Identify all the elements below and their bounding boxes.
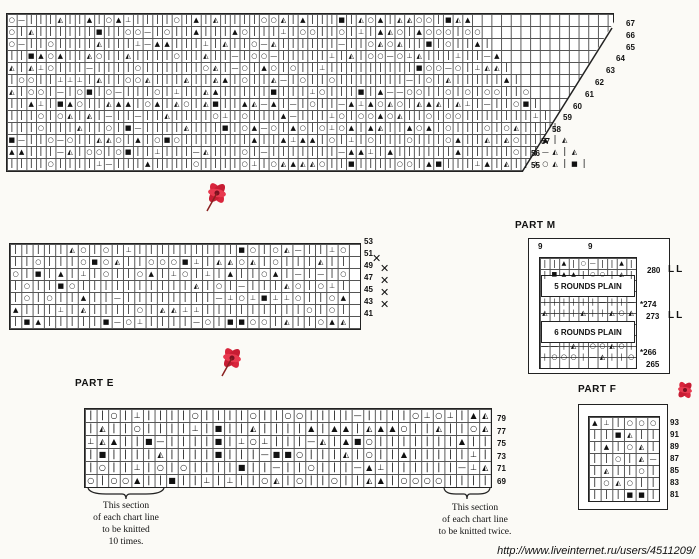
- row-number: 45: [364, 285, 373, 294]
- part-f-chart: [588, 416, 660, 502]
- row-number: 265: [646, 360, 660, 369]
- x-mark-icon: ✕: [372, 252, 382, 265]
- row-number: 58: [552, 125, 561, 135]
- mid-knitting-chart: [9, 243, 361, 330]
- row-number: 66: [626, 30, 635, 40]
- row-number: 83: [670, 478, 679, 487]
- row-number: 41: [364, 309, 373, 318]
- part-f-title: PART F: [578, 384, 617, 395]
- row-number: 43: [364, 297, 373, 306]
- row-number: 89: [670, 442, 679, 451]
- left-section-brace: [87, 487, 165, 500]
- rounds-plain-band: 6 ROUNDS PLAIN: [541, 321, 635, 343]
- row-number: 69: [497, 477, 506, 486]
- row-number: 91: [670, 430, 679, 439]
- row-number: 60: [573, 101, 582, 111]
- part-e-chart: [84, 408, 492, 488]
- top-knitting-chart: [6, 13, 614, 172]
- row-number: 59: [563, 113, 572, 123]
- row-number: 93: [670, 418, 679, 427]
- x-mark-icon: ✕: [380, 286, 390, 299]
- row-number: 273: [646, 312, 660, 321]
- ll-marker: LL: [668, 310, 685, 321]
- right-section-brace: [443, 487, 491, 500]
- flower-icon: [221, 348, 241, 377]
- row-number: 57: [541, 137, 550, 146]
- part-e-title: PART E: [75, 378, 114, 389]
- row-number: 64: [616, 54, 625, 64]
- part-m-title: PART M: [515, 220, 556, 231]
- row-number: 77: [497, 426, 506, 436]
- top-chart-diagonal-edge: [521, 27, 613, 172]
- row-number: 56: [531, 148, 540, 158]
- row-number: 53: [364, 237, 373, 246]
- row-number: 85: [670, 466, 679, 475]
- x-mark-icon: ✕: [380, 298, 390, 311]
- row-number: 51: [364, 249, 373, 258]
- note-left: This section of each chart line to be kn…: [93, 501, 159, 547]
- row-number: 62: [595, 78, 604, 87]
- row-number: 55: [531, 160, 540, 170]
- row-number: 71: [497, 464, 506, 474]
- part-m-top-number: 9: [588, 242, 593, 251]
- x-mark-icon: ✕: [380, 262, 390, 275]
- row-number: 63: [606, 66, 615, 76]
- row-number: 87: [670, 454, 679, 463]
- flower-icon: [678, 381, 692, 399]
- watermark-url: http://www.liveinternet.ru/users/4511209…: [497, 545, 695, 557]
- row-number: 49: [364, 261, 373, 270]
- part-m-chart: [539, 257, 637, 369]
- row-number: 280: [647, 266, 661, 275]
- row-number: 61: [585, 89, 594, 99]
- note-right: This section of each chart line to be kn…: [438, 503, 512, 537]
- flower-icon: [206, 183, 226, 212]
- row-number: 73: [497, 451, 506, 461]
- part-m-top-number: 9: [538, 242, 543, 251]
- x-mark-icon: ✕: [380, 274, 390, 287]
- rounds-plain-band: 5 ROUNDS PLAIN: [541, 275, 635, 297]
- row-number: 67: [626, 19, 635, 28]
- row-number: *266: [640, 348, 657, 357]
- ll-marker: LL: [668, 264, 685, 275]
- row-number: *274: [640, 300, 657, 309]
- row-number: 75: [497, 439, 506, 449]
- row-number: 47: [364, 273, 373, 282]
- row-number: 79: [497, 414, 506, 423]
- row-number: 65: [626, 42, 635, 52]
- row-number: 81: [670, 490, 679, 499]
